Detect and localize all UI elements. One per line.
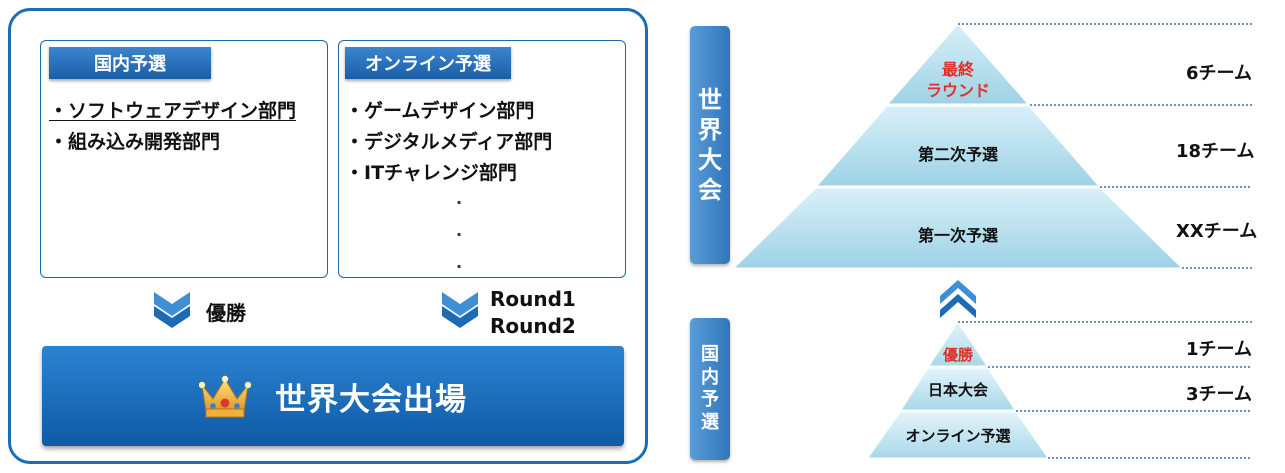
world-tier-final	[886, 23, 1030, 105]
down-chevron-icon	[154, 292, 190, 328]
domestic-bar: 国 内 予 選	[690, 318, 730, 460]
tier-label-winner: 優勝	[942, 346, 973, 364]
online-header: オンライン予選	[345, 47, 511, 79]
continuation-dot: .	[456, 253, 463, 272]
world-bar-char: 会	[698, 176, 722, 204]
domestic-category-box: 国内予選 ・ソフトウェアデザイン部門 ・組み込み開発部門	[40, 40, 328, 278]
domestic-item: ・組み込み開発部門	[49, 131, 221, 153]
online-item: ・デジタルメディア部門	[345, 131, 553, 153]
domestic-bar-char: 選	[701, 411, 719, 433]
up-chevron-icon	[940, 280, 976, 318]
continuation-dot: .	[456, 221, 463, 240]
online-category-box: オンライン予選 ・ゲームデザイン部門 ・デジタルメディア部門 ・ITチャレンジ部…	[338, 40, 626, 278]
domestic-header: 国内予選	[49, 47, 211, 79]
round-label: Round1	[490, 287, 576, 311]
down-chevron-icon	[442, 292, 478, 328]
team-count: 6チーム	[1186, 63, 1252, 84]
crown-icon	[199, 375, 251, 418]
domestic-item: ・ソフトウェアデザイン部門	[49, 100, 297, 122]
team-count: XXチーム	[1176, 221, 1258, 242]
tier-label-second: 第二次予選	[917, 145, 998, 164]
result-text: 世界大会出場	[275, 381, 467, 418]
world-championship-entry-bar: 世界大会出場	[42, 346, 624, 446]
tier-label-final: ラウンド	[925, 81, 990, 100]
domestic-bar-char: 国	[701, 344, 719, 365]
domestic-bar-char: 予	[701, 389, 719, 410]
tier-label-japan: 日本大会	[927, 381, 988, 399]
team-count: 1チーム	[1186, 339, 1252, 360]
world-bar: 世 界 大 会	[690, 26, 730, 264]
domestic-tier-japan	[900, 367, 1016, 411]
continuation-dot: .	[456, 189, 463, 208]
world-bar-char: 界	[698, 116, 722, 144]
winner-label: 優勝	[206, 301, 246, 325]
team-count: 3チーム	[1186, 384, 1252, 405]
online-item: ・ITチャレンジ部門	[345, 162, 517, 184]
world-bar-char: 大	[698, 146, 722, 174]
domestic-bar-char: 内	[701, 366, 719, 388]
world-bar-char: 世	[698, 86, 722, 114]
team-count: 18チーム	[1176, 141, 1255, 162]
online-item: ・ゲームデザイン部門	[345, 100, 535, 122]
tier-label-online: オンライン予選	[905, 427, 1011, 445]
tier-label-final: 最終	[941, 60, 974, 79]
tier-label-first: 第一次予選	[917, 226, 998, 245]
domestic-tier-winner	[928, 321, 988, 367]
round-label: Round2	[490, 314, 576, 338]
world-tier-second	[815, 105, 1101, 187]
